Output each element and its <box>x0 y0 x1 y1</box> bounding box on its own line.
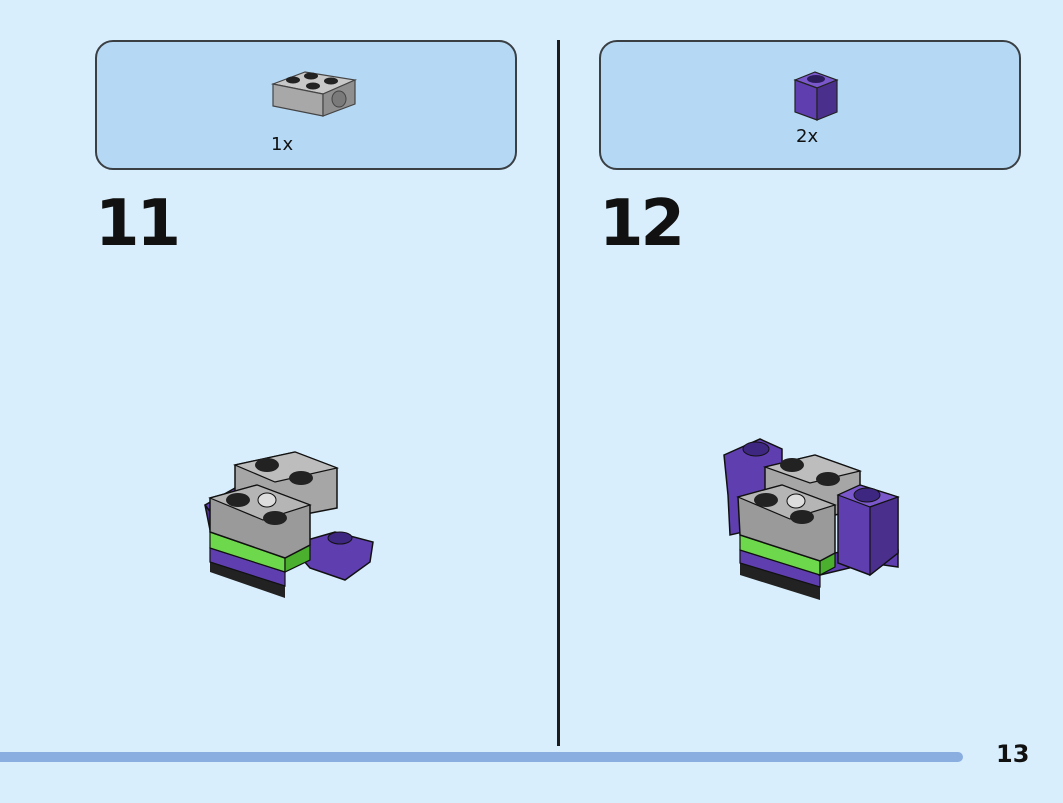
step-12-model-illustration <box>723 438 900 600</box>
step-number-11: 11 <box>95 187 181 261</box>
parts-quantity: 2x <box>796 126 819 147</box>
progress-bar <box>0 752 963 762</box>
page-number: 13 <box>996 740 1030 768</box>
purple-1x1-brick-icon <box>793 71 839 121</box>
parts-callout-step-11: 1x <box>95 40 517 170</box>
parts-quantity: 1x <box>271 134 294 155</box>
parts-callout-step-12: 2x <box>599 40 1021 170</box>
gray-technic-brick-icon <box>270 71 358 117</box>
step-number-12: 12 <box>599 187 685 261</box>
page-divider <box>557 40 560 746</box>
step-11-model-illustration <box>203 451 374 598</box>
